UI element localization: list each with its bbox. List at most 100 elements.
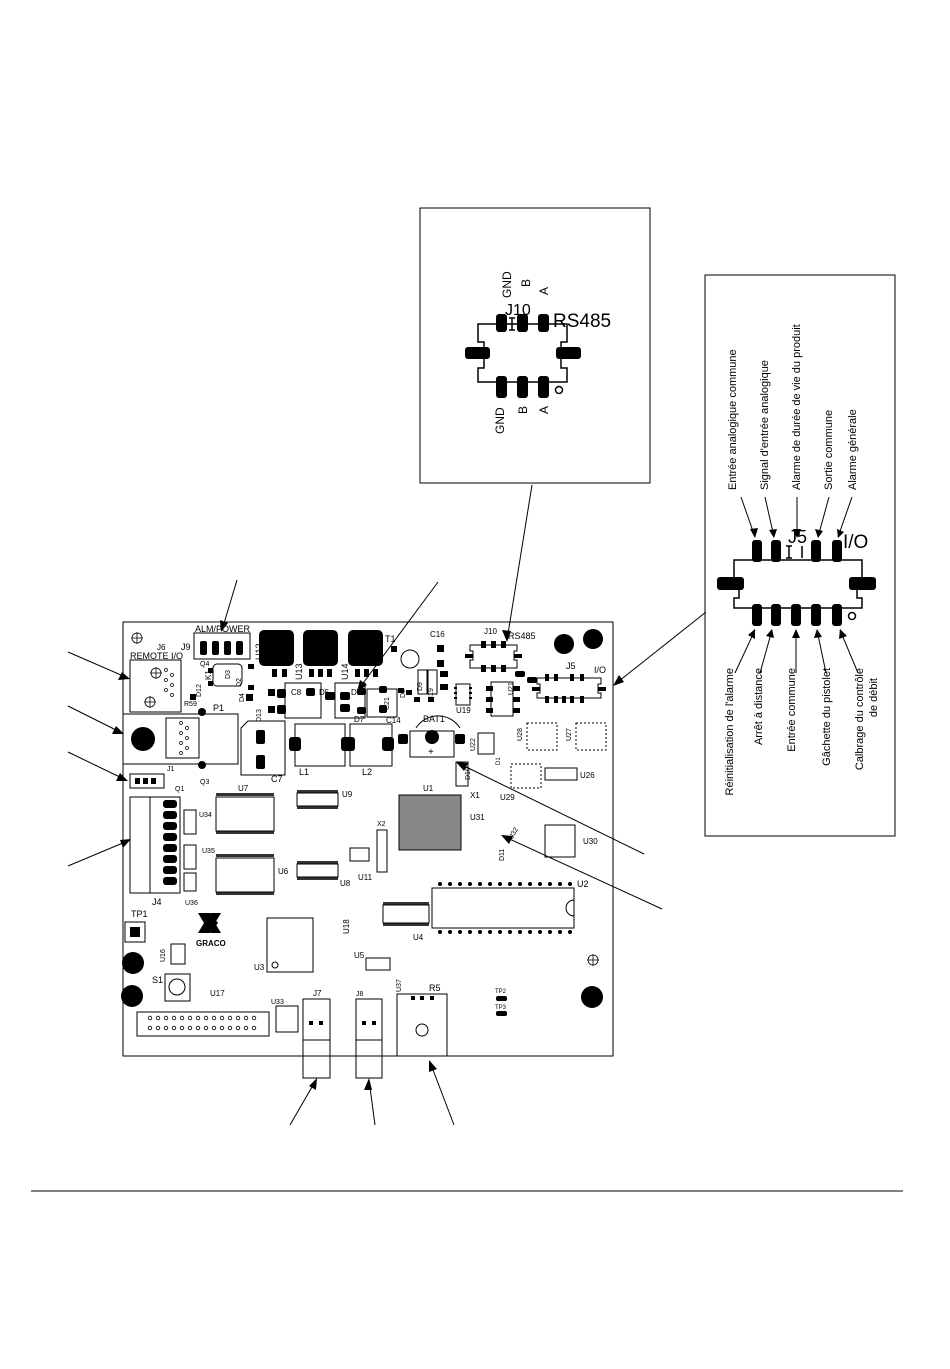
silk-u17: U17 xyxy=(210,989,225,998)
silk-u33: U33 xyxy=(271,999,284,1006)
rs485-bottom-pin-0: GND xyxy=(493,407,507,434)
silk-d1: D1 xyxy=(496,757,502,765)
silk-d12: D12 xyxy=(196,684,203,697)
silk-l2: L2 xyxy=(362,767,372,777)
silk-u30: U30 xyxy=(583,837,598,846)
silk-u9: U9 xyxy=(342,790,353,799)
graco-brand: GRACO xyxy=(196,939,226,948)
silk-bat1: BAT1 xyxy=(423,714,445,724)
silk-c8: C8 xyxy=(291,688,302,697)
silk-q1: Q1 xyxy=(175,786,184,793)
silk-c7: C7 xyxy=(271,774,283,784)
silk-u19: U19 xyxy=(456,706,471,715)
silk-l1: L1 xyxy=(299,767,309,777)
io-bottom-label-5: de débit xyxy=(868,678,880,717)
silk-d7: D7 xyxy=(354,715,365,724)
io-top-label-4: Alarme générale xyxy=(847,409,859,490)
silk-u12: U12 xyxy=(254,643,264,660)
silk-k1: K1 xyxy=(204,670,213,680)
silk-j6: J6 xyxy=(157,643,166,652)
silk-u26: U26 xyxy=(580,771,595,780)
silk-d4: D4 xyxy=(239,693,246,702)
silk-j1: J1 xyxy=(167,766,175,773)
silk-u22: U22 xyxy=(470,738,477,751)
silk-j8: J8 xyxy=(356,991,364,998)
silk-r5: R5 xyxy=(429,983,441,993)
silk-x1: X1 xyxy=(470,791,480,800)
silk-u3: U3 xyxy=(254,963,265,972)
silk-u4: U4 xyxy=(413,933,424,942)
io-connector-label: J5 xyxy=(788,527,807,547)
silk-u21: U21 xyxy=(508,682,515,695)
io-top-label-3: Sortie commune xyxy=(823,410,835,490)
rs485-label: RS485 xyxy=(553,311,611,332)
silk-c14: C14 xyxy=(386,716,401,725)
silk-s1: S1 xyxy=(152,975,163,985)
silk-u35: U35 xyxy=(202,848,215,855)
silk-x2: X2 xyxy=(377,821,386,828)
silk-j5: J5 xyxy=(566,661,576,671)
silk-u28: U28 xyxy=(517,728,524,741)
rs485-top-pin-0: GND xyxy=(500,271,514,298)
silk-q4: Q4 xyxy=(200,661,209,668)
silk-d3: D3 xyxy=(225,670,232,679)
silk-d8: D8 xyxy=(400,689,407,698)
silk-u18: U18 xyxy=(342,919,351,934)
silk-u7: U7 xyxy=(238,784,249,793)
silk-u36: U36 xyxy=(185,900,198,907)
io-top-label-1: Signal d'entrée analogique xyxy=(759,360,771,490)
silk-u8: U8 xyxy=(340,879,351,888)
silk-u5: U5 xyxy=(354,951,365,960)
silk-u13: U13 xyxy=(294,663,304,680)
silk-j9: J9 xyxy=(181,642,191,652)
silk-rs485: RS485 xyxy=(508,631,536,641)
silk-tp3: TP3 xyxy=(495,1005,507,1011)
silk-d9: D9 xyxy=(417,682,424,691)
silk-u37: U37 xyxy=(396,979,403,992)
graco-logo: GRACO xyxy=(196,913,226,948)
leader-arrowheads xyxy=(112,620,624,1090)
io-top-label-2: Alarme de durée de vie du produit xyxy=(791,324,803,490)
io-bottom-label-4: Calbrage du contrôle xyxy=(854,668,866,770)
rs485-connector-label: J10 xyxy=(505,302,531,319)
silk-u11: U11 xyxy=(358,873,373,882)
silk-d11: D11 xyxy=(499,849,506,861)
silk-io: I/O xyxy=(594,665,606,675)
silk-j7: J7 xyxy=(313,989,322,998)
silk-c16: C16 xyxy=(430,630,445,639)
silk-u14: U14 xyxy=(340,663,350,680)
silk-u16: U16 xyxy=(160,949,167,962)
bat-plus: + xyxy=(428,747,434,758)
silk-u29: U29 xyxy=(500,793,515,802)
rs485-bottom-pin-2: A xyxy=(537,406,551,414)
io-bottom-label-3: Gâchette du pistolet xyxy=(821,668,833,766)
silk-u2: U2 xyxy=(577,879,589,889)
silk-u27: U27 xyxy=(566,728,573,741)
silk-t1: T1 xyxy=(385,634,396,644)
io-detail: J5 I/O Entrée analogique commune Signal … xyxy=(704,274,896,837)
silk-tp1: TP1 xyxy=(131,909,148,919)
main-board: ALM/POWER J9 U12 U13 U14 T1 C16 J10 RS48… xyxy=(121,621,614,1079)
rs485-top-pin-1: B xyxy=(519,279,533,287)
silk-r59: R59 xyxy=(184,701,197,708)
silk-d6: D6 xyxy=(351,688,362,697)
silk-c21: C21 xyxy=(384,697,391,710)
silk-j4: J4 xyxy=(152,897,162,907)
silk-u34: U34 xyxy=(199,812,212,819)
silk-d5: D5 xyxy=(319,688,330,697)
rs485-bottom-pin-1: B xyxy=(516,406,530,414)
rs485-detail: J10 RS485 GND B A GND B A xyxy=(419,207,651,484)
io-bottom-label-1: Arrêt à distance xyxy=(753,668,765,745)
rs485-top-pin-2: A xyxy=(537,287,551,295)
silk-c19: C19 xyxy=(428,688,435,701)
silk-j10: J10 xyxy=(484,627,497,636)
silk-remote-io: REMOTE I/O xyxy=(130,651,183,661)
silk-u31: U31 xyxy=(470,813,485,822)
silk-u1: U1 xyxy=(423,784,434,793)
io-bottom-label-2: Entrée commune xyxy=(786,668,798,752)
silk-u6: U6 xyxy=(278,867,289,876)
silk-d13: D13 xyxy=(256,709,263,722)
silk-p1: P1 xyxy=(213,703,224,713)
io-top-label-0: Entrée analogique commune xyxy=(727,349,739,490)
